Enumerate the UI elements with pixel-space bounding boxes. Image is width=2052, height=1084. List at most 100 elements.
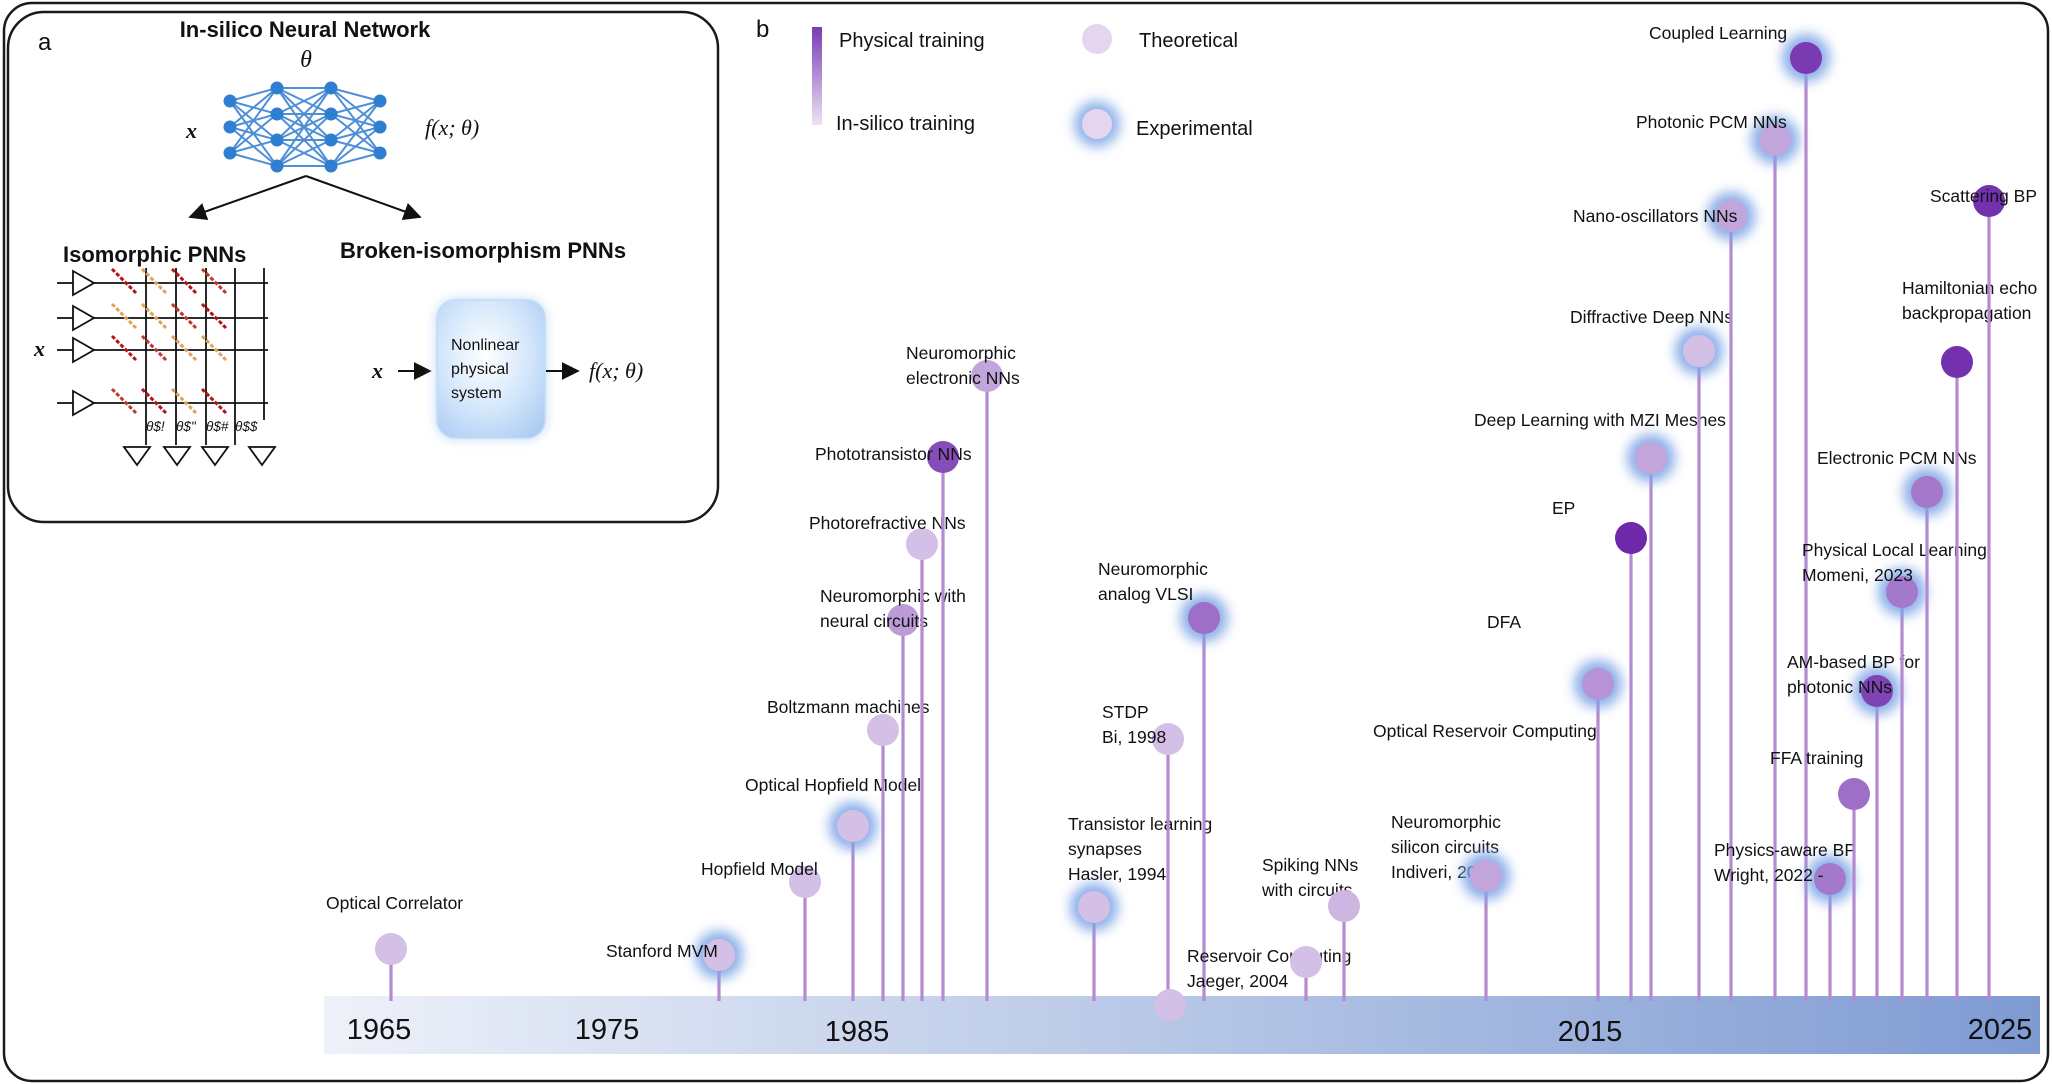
theoretical-marker	[789, 866, 821, 898]
column-amplifier	[162, 446, 192, 467]
column-amplifier	[247, 446, 277, 467]
legend-theoretical-marker	[1082, 24, 1112, 54]
legend-physical-training: Physical training	[839, 30, 985, 52]
network-output-f: f(x; θ)	[425, 115, 479, 140]
row-amplifier	[72, 269, 96, 297]
experimental-marker	[1861, 675, 1893, 707]
network-neuron	[324, 107, 338, 121]
network-neuron	[270, 133, 284, 147]
network-input-x: x	[185, 118, 197, 143]
theoretical-marker	[867, 714, 899, 746]
network-neuron	[373, 120, 387, 134]
network-connection	[229, 152, 278, 167]
milestone-label: synapses	[1068, 839, 1142, 859]
broken-isomorphism-title: Broken-isomorphism PNNs	[340, 238, 626, 263]
crossbar-diagram	[57, 267, 277, 467]
network-connection	[229, 87, 278, 154]
milestone-label: Physical Local Learning	[1802, 540, 1987, 560]
column-amplifier	[122, 446, 152, 467]
milestone-label: Physics-aware BP	[1714, 840, 1856, 860]
network-neuron	[223, 94, 237, 108]
milestone-label: Bi, 1998	[1102, 727, 1166, 747]
row-amplifier	[72, 389, 96, 417]
axis-year-1965: 1965	[347, 1014, 412, 1046]
weight-label: θ$#	[206, 419, 229, 434]
network-connection	[229, 87, 278, 102]
milestone-label: Jaeger, 2004	[1187, 971, 1288, 991]
network-connection	[330, 100, 381, 141]
weight-label: θ$!	[146, 419, 165, 434]
experimental-marker	[837, 810, 869, 842]
milestone: Scattering BP	[1930, 185, 2037, 1001]
axis-year-labels: 1965 1975 1985 2015 2025	[347, 1014, 2033, 1048]
experimental-marker	[1790, 42, 1822, 74]
milestone-label: Hopfield Model	[701, 859, 818, 879]
network-neuron	[270, 107, 284, 121]
legend-theoretical: Theoretical	[1139, 30, 1238, 52]
network-title: In-silico Neural Network	[180, 17, 431, 42]
milestone-label: Momeni, 2023	[1802, 565, 1913, 585]
milestone: Boltzmann machines	[767, 697, 930, 1001]
theoretical-marker	[1973, 185, 2005, 217]
milestones: Optical Correlator Stanford MVM Hopfield M…	[326, 23, 2037, 1021]
milestone-label: Spiking NNs	[1262, 855, 1359, 875]
theoretical-marker	[906, 528, 938, 560]
experimental-marker	[1188, 602, 1220, 634]
milestone: STDP Bi, 1998	[1102, 702, 1184, 1001]
milestone: Physics-aware BP Wright, 2022 -	[1714, 840, 1856, 1001]
network-connection	[330, 152, 381, 167]
milestone-label: Transistor learning	[1068, 814, 1212, 834]
network-neuron	[270, 81, 284, 95]
milestone-label: silicon circuits	[1391, 837, 1499, 857]
milestone-label: Diffractive Deep NNs	[1570, 307, 1733, 327]
network-connection	[330, 87, 381, 102]
experimental-marker	[1886, 576, 1918, 608]
network-connection	[276, 87, 332, 141]
milestone-label: Hamiltonian echo	[1902, 278, 2037, 298]
experimental-marker	[1683, 335, 1715, 367]
weight-label: θ$$	[235, 419, 258, 434]
network-connection	[276, 87, 332, 115]
neural-network-diagram	[223, 81, 387, 173]
isomorphic-title: Isomorphic PNNs	[63, 242, 246, 267]
milestone-label: Stanford MVM	[606, 941, 718, 961]
axis-year-1975: 1975	[575, 1014, 640, 1046]
milestone-label: Reservoir Computing	[1187, 946, 1351, 966]
milestone: Diffractive Deep NNs	[1570, 307, 1733, 1001]
network-connection	[229, 113, 278, 154]
theoretical-marker	[1154, 989, 1186, 1021]
milestone: Electronic PCM NNs	[1817, 448, 1977, 1001]
milestone: Optical Correlator	[326, 893, 463, 1001]
experimental-marker	[1814, 863, 1846, 895]
legend-experimental-marker	[1082, 109, 1112, 139]
milestone-label: STDP	[1102, 702, 1149, 722]
milestone-label: Optical Hopfield Model	[745, 775, 921, 795]
milestone: Phototransistor NNs	[815, 441, 972, 1001]
milestone: Coupled Learning	[1649, 23, 1830, 1001]
milestone: Stanford MVM	[606, 931, 743, 1001]
milestone: Deep Learning with MZI Meshes	[1474, 410, 1726, 1001]
milestone: Hopfield Model	[701, 859, 821, 1001]
crossbar-input-x: x	[33, 336, 45, 361]
milestone: EP	[1552, 498, 1647, 1001]
column-amplifier	[200, 446, 230, 467]
milestone-label: Electronic PCM NNs	[1817, 448, 1977, 468]
experimental-marker	[1715, 200, 1747, 232]
network-neuron	[373, 94, 387, 108]
milestone-label: EP	[1552, 498, 1575, 518]
theoretical-marker	[1290, 946, 1322, 978]
panel-b-letter: b	[756, 16, 769, 43]
milestone-label: Neuromorphic	[1391, 812, 1501, 832]
system-label-line: physical	[451, 361, 509, 378]
milestone-label: Wright, 2022 -	[1714, 865, 1824, 885]
theoretical-marker	[375, 933, 407, 965]
milestone-label: neural circuits	[820, 611, 928, 631]
